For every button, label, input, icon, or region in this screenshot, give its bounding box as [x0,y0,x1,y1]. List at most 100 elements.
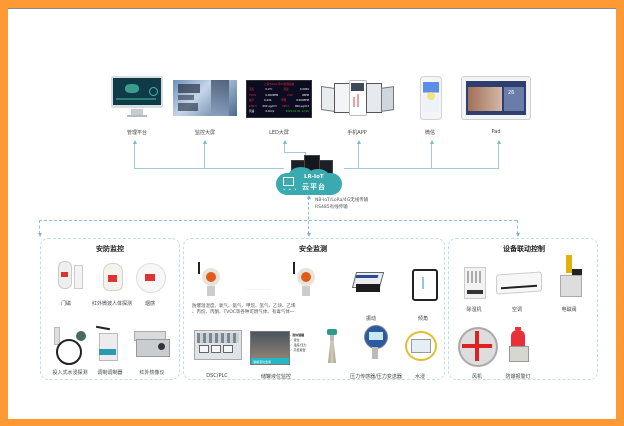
led-cell: CO2 [287,93,293,97]
device-label: 红外热像仪 [139,370,165,376]
led-cell: 0.000PPM [296,99,309,102]
tablet-icon: 26 [461,76,531,120]
terminal-label-led: LED大屏 [269,130,289,136]
smartphone-icon [420,76,442,120]
vline-led [284,143,285,153]
group-title: 安全监测 [299,245,327,253]
device-label: 防爆报警灯 [505,374,531,380]
bus-line-right [344,168,499,169]
arrow-up-icon [132,140,137,144]
cloud-subtitle: 云平台 [302,183,326,191]
device-label: 投入式水浸探测 [52,370,88,376]
arrow-up-icon [496,140,501,144]
branch-left [39,220,40,234]
terminal-label-mgmt: 管理平台 [126,130,148,136]
led-cell: 0.0000 [299,88,309,91]
alarm-light-icon [508,327,529,362]
dehumidifier-icon [464,267,486,299]
water-sensor-icon [405,331,437,361]
led-cell: TVOC [249,93,257,97]
check-icon: ✓ 温度/压力 [290,343,307,347]
led-cell: 0PPM [301,93,309,97]
led-cell: 000 μg/m3 [262,104,277,108]
control-room-icon [194,330,242,360]
check-icon: ✓ 液位 [290,338,300,342]
device-label: 门磁 [60,301,72,307]
led-cell: 0.4℃ [265,88,273,91]
led-cell: 000 μg/m3 [294,104,309,108]
terminal-label-pad: Pad [491,129,501,135]
vline-mgmt [134,143,135,169]
arrow-down-icon [515,233,520,237]
ellipsis: …………… [246,286,271,292]
terminal-label-bigscreen: 监控大屏 [194,130,216,136]
cloud-title: LR-IoT [304,174,324,180]
video-wall-icon [173,80,237,116]
arrow-up-icon [202,140,207,144]
tank-overlay-item: 高低报警 [293,348,306,352]
tilt-sensor-icon [412,269,438,301]
transport-note-line1: NB-IoT/LoRa/4G无线传输 [315,198,369,203]
distribution-line [39,220,517,221]
arrow-up-icon [282,140,287,144]
arrow-down-icon [37,233,42,237]
device-label: DSC/PLC [206,373,228,379]
wireless-modem-icon [95,325,118,361]
device-label: 水浸 [414,374,426,380]
led-cell: 温度 [249,88,255,91]
led-cell: PM2.5 [249,104,257,108]
arrow-down-icon [306,233,311,237]
group-title: 安防监控 [96,245,124,253]
vline-bigscreen [204,143,205,169]
device-label: 电磁阀 [561,307,577,313]
led-cell: 甲醛 [281,99,287,102]
device-label: 储罐液位监控 [260,374,292,380]
mobile-app-icon [321,79,394,119]
device-label: 压力传感器/压力变送器 [350,374,402,380]
terminal-label-wechat: 微信 [424,130,436,136]
solenoid-valve-icon [558,255,584,299]
exhaust-fan-icon [458,327,498,367]
cloud-platform: • • • LR-IoT 云平台 [276,167,342,195]
tank-level-icon: 储罐液位监测 [250,331,290,365]
terminal-label-app: 手机APP [347,130,367,136]
arrow-up-icon [306,195,311,199]
hline-led [284,152,306,153]
device-label: 除湿机 [466,307,482,313]
tank-overlay-item: 液位 [293,338,300,342]
water-leak-sensor-icon [52,327,88,365]
vline-pad [498,143,499,169]
tank-overlay-title: · 液体储罐 [290,333,305,337]
vline-app [358,143,359,169]
tank-overlay-item: 温度/压力 [293,343,307,347]
pressure-gauge-icon [364,325,388,361]
cloud-icon [283,177,294,186]
group-title: 设备联动控制 [503,245,545,253]
arrow-up-icon [356,140,361,144]
thermal-camera-icon [134,331,170,357]
led-title: 上海市XX公司XX监测系统 [263,83,295,86]
device-label: 风机 [471,374,483,380]
gas-detector-icon [196,262,224,298]
diagram-canvas: 管理平台 监控大屏 上海市XX公司XX监测系统 温度 0.4℃ 湿度 0.0000 T… [8,8,616,419]
device-label: 红外微波人体探测 [91,301,133,307]
gas-note-line1: 防爆温湿度、氧气、氨气、甲烷、氢气、乙炔、乙烯 [192,304,296,309]
door-sensor-icon [58,261,88,289]
arrow-up-icon [429,140,434,144]
device-label: 倾角 [417,316,429,322]
led-cell: 0.0m/s [265,110,275,113]
tank-tag: 储罐液位监测 [253,360,272,364]
bus-line-left [134,168,284,169]
vline-wechat [431,143,432,169]
led-cell: 湿度 [283,88,289,91]
device-label: 调制调制器 [97,370,123,376]
led-cell: 风速 [249,110,255,113]
desktop-monitor-icon [111,76,163,118]
led-cell: 2022-01-01 12:00 [285,110,309,113]
led-cell: PM10 [282,104,290,108]
tank-overlay: · 液体储罐 ✓ 液位 ✓ 温度/压力 ✓ 高低报警 [290,333,318,353]
device-label: 振动 [365,316,377,322]
led-display-icon: 上海市XX公司XX监测系统 温度 0.4℃ 湿度 0.0000 TVOC 0.000PP… [246,80,312,118]
led-cell: 0.4db [263,99,272,102]
trunk-line [308,197,309,234]
